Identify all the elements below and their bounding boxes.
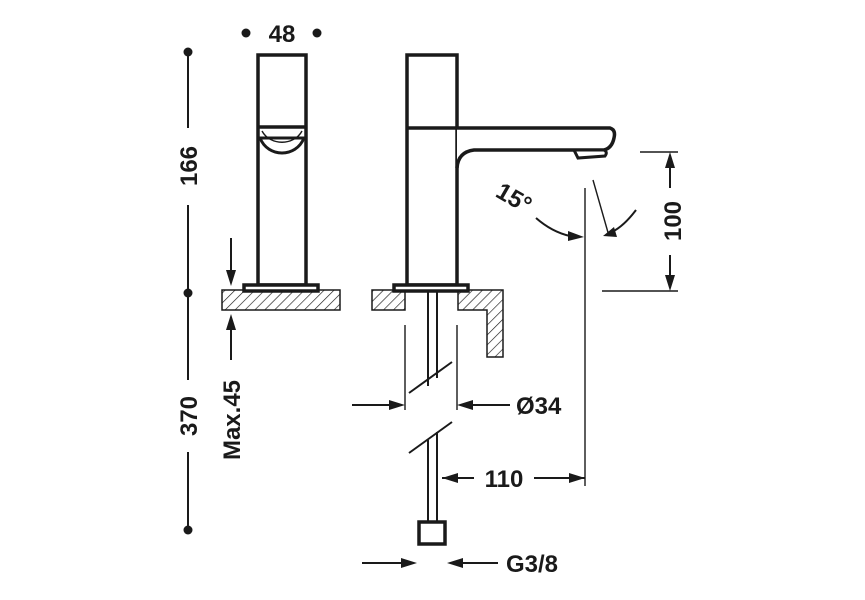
dim-max45-label: Max.45	[219, 380, 246, 460]
reach-dimension	[442, 188, 586, 486]
dim-g38-label: G3/8	[506, 551, 558, 578]
dim-48-label: 48	[269, 21, 296, 48]
diameter-dimension	[352, 400, 510, 410]
side-view-faucet	[392, 53, 617, 293]
side-counter-section-right	[457, 289, 504, 358]
side-counter-section	[371, 289, 406, 311]
width-dot-left	[241, 28, 251, 38]
dim-diameter-label: Ø34	[516, 393, 562, 420]
width-dot-right	[312, 28, 322, 38]
spout-height-dimension	[602, 151, 678, 292]
counter-thickness-dimension	[226, 238, 236, 360]
supply-shank	[404, 292, 458, 546]
front-counter-section	[221, 289, 341, 311]
angle-dimension	[535, 179, 637, 241]
dim-110-label: 110	[485, 466, 524, 493]
dim-370-label: 370	[176, 396, 203, 436]
thread-dimension	[362, 558, 498, 568]
dim-100-label: 100	[660, 201, 687, 241]
vertical-dimension-column	[183, 47, 193, 535]
dim-angle-label: 15°	[491, 178, 536, 220]
front-view-faucet	[242, 53, 320, 293]
dim-166-label: 166	[176, 146, 203, 186]
